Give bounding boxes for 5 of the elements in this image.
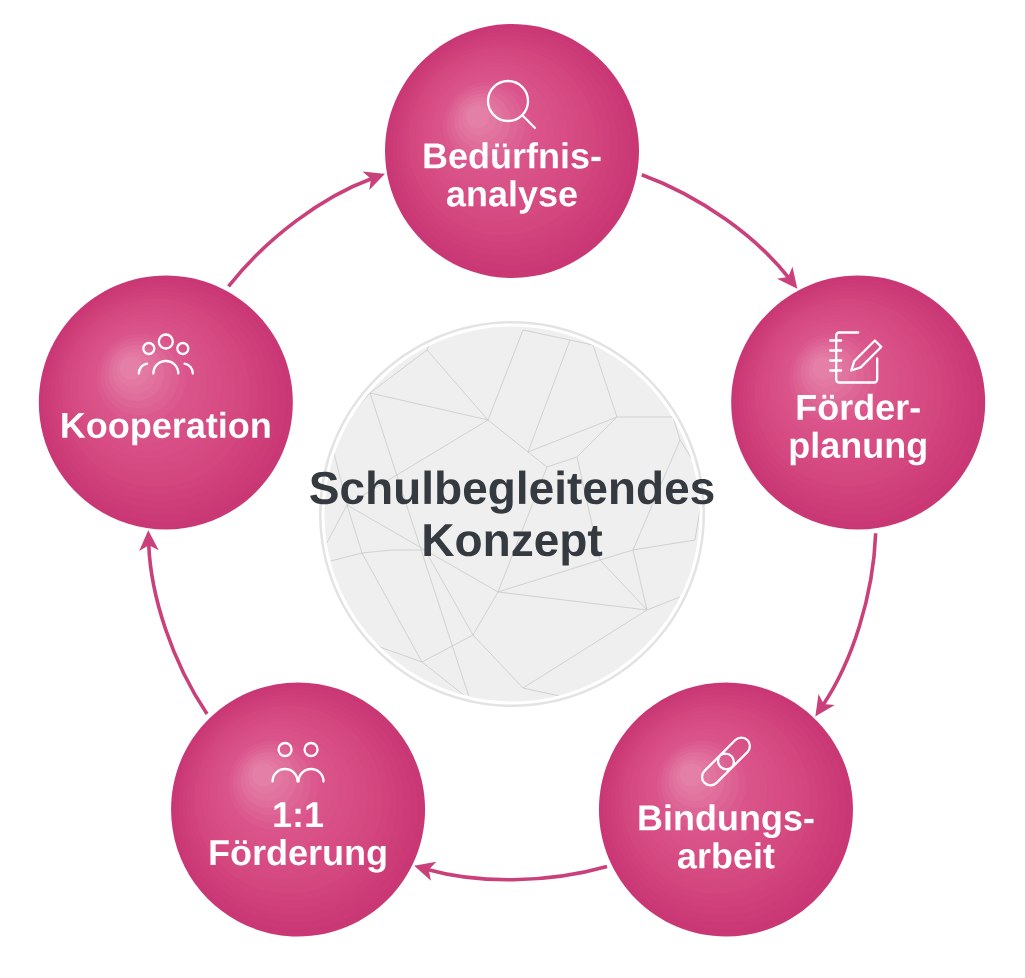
step-label: 1:1 Förderung — [210, 802, 386, 873]
step-label: Bindungs- arbeit — [639, 804, 814, 869]
step-label: Bedürfnis- analyse — [424, 142, 601, 214]
step-label: Kooperation — [62, 411, 270, 446]
step-label: Förder- planung — [790, 393, 926, 466]
